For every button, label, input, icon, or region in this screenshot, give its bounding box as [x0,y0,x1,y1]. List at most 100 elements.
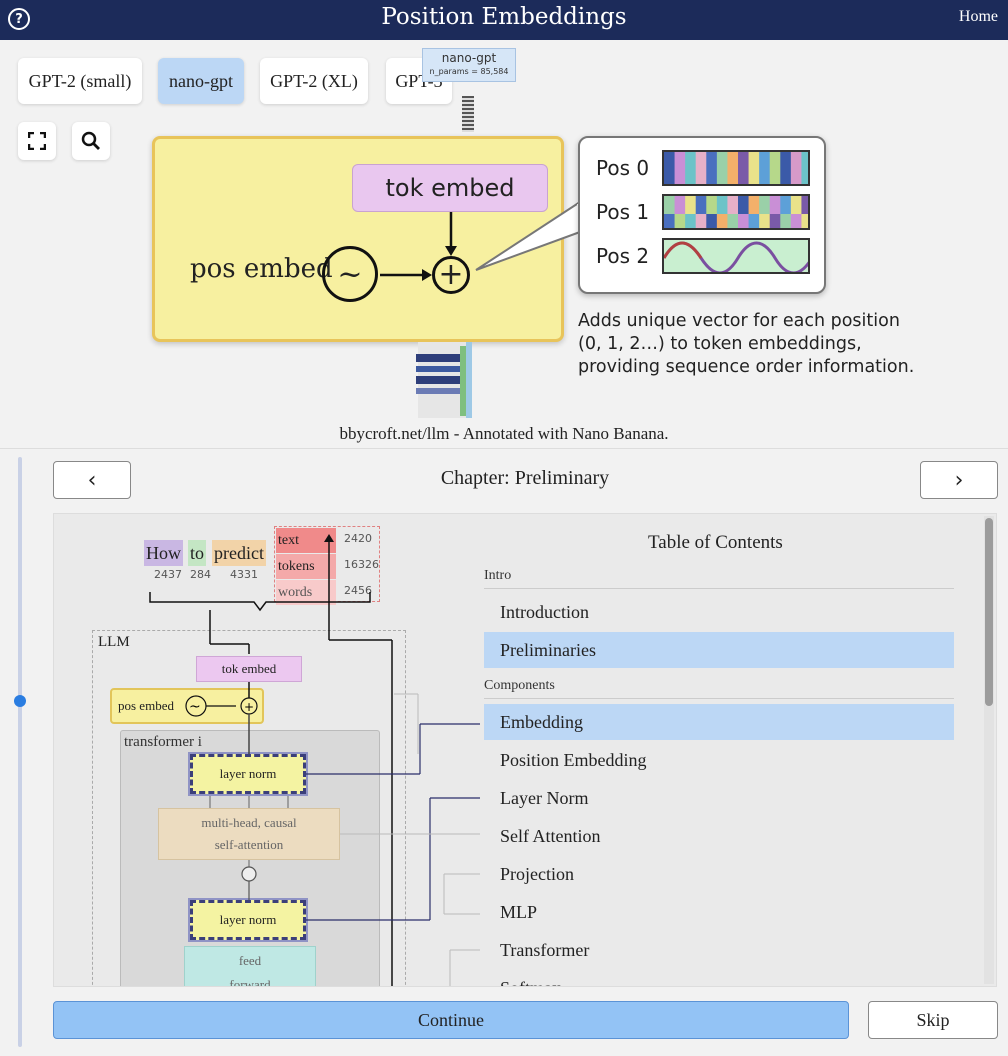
vector-cell [674,214,686,228]
token-id: 284 [190,568,211,581]
vector-cell [695,196,707,215]
vector-cell [706,152,718,184]
vector-cell [738,196,750,215]
toc-item-softmax[interactable]: Softmax [484,970,954,987]
nano-gpt-params: n_params = 85,584 [429,67,509,76]
toc-item-introduction[interactable]: Introduction [500,601,589,622]
content-scrollbar-thumb[interactable] [985,518,993,706]
mini-layer-norm-1[interactable]: layer norm [188,752,308,796]
transformer-label: transformer i [124,734,202,750]
description-line-1: Adds unique vector for each position [578,311,900,331]
toc-item-preliminaries[interactable]: Preliminaries [484,632,954,668]
toc-item-mlp[interactable]: MLP [500,901,538,922]
progress-slider-thumb[interactable] [14,695,26,707]
search-button[interactable] [72,122,110,160]
skip-button[interactable]: Skip [868,1001,998,1039]
description-line-2: (0, 1, 2…) to token embeddings, [578,334,862,354]
toc-item-embedding[interactable]: Embedding [484,704,954,740]
vector-cell [759,214,771,228]
continue-button[interactable]: Continue [53,1001,849,1039]
position-vector-callout: Pos 0 Pos 1 Pos 2 [578,136,826,294]
output-prob: 2456 [344,584,372,597]
toc-section-intro: Intro [484,568,512,583]
content-scrollbar[interactable] [984,516,994,984]
toc-item-self-attention[interactable]: Self Attention [500,825,601,846]
vector-cell [727,214,739,228]
vector-cell [727,196,739,215]
chevron-right-icon: › [954,467,964,493]
llm-label: LLM [98,634,130,650]
vector-cell [738,214,750,228]
output-prob: 16326 [344,558,379,571]
vector-cell [738,152,750,184]
input-token-predict: predict [212,540,266,566]
toc-divider [484,588,954,589]
vector-cell [748,214,760,228]
mini-feed-forward: feed forward [184,946,316,986]
mini-tok-embed: tok embed [196,656,302,682]
toc-item-position-embedding[interactable]: Position Embedding [500,749,647,770]
vector-cell [759,152,771,184]
description-line-3: providing sequence order information. [578,357,915,377]
vector-cell [769,196,781,215]
attribution-caption: bbycroft.net/llm - Annotated with Nano B… [339,424,669,443]
mini-wave-symbol: ~ [189,699,201,715]
vector-cell [748,196,760,215]
vector-cell [685,214,697,228]
mini-plus-symbol: + [244,700,254,714]
mini-pos-embed-label: pos embed [118,698,174,713]
chapter-title: Chapter: Preliminary [440,467,610,489]
search-icon [81,131,100,150]
vector-cell [706,196,718,215]
vector-cell [716,214,728,228]
mini-layer-norm-2[interactable]: layer norm [188,898,308,942]
toc-title: Table of Contents [648,532,783,553]
sine-wave-icon: ~ [322,246,378,302]
output-prob: 2420 [344,532,372,545]
model-layer-stack [416,342,472,418]
feed-forward-label-1: feed [238,953,262,968]
token-id: 2437 [154,568,182,581]
toc-item-layer-norm[interactable]: Layer Norm [500,787,589,808]
model-button-gpt2-small[interactable]: GPT-2 (small) [18,58,142,104]
token-id: 4331 [230,568,258,581]
vector-cell [769,152,781,184]
pos-1-label: Pos 1 [596,200,650,224]
pos-2-vector [662,238,810,274]
vector-cell [674,152,686,184]
vector-cell [748,152,760,184]
model-button-nano-gpt[interactable]: nano-gpt [158,58,244,104]
progress-slider[interactable] [18,457,22,1047]
model-viewer[interactable]: GPT-2 (small) nano-gpt GPT-2 (XL) GPT-3 … [0,40,1008,448]
nano-gpt-model-label: nano-gpt n_params = 85,584 [422,48,516,82]
tok-embed-block: tok embed [352,164,548,212]
vector-cell [780,152,792,184]
vector-cell [769,214,781,228]
vector-cell [695,214,707,228]
vector-cell [790,152,802,184]
fullscreen-button[interactable] [18,122,56,160]
next-chapter-button[interactable]: › [920,461,998,499]
vector-cell [780,196,792,215]
pos-1-vector [662,194,810,230]
pos-0-label: Pos 0 [596,156,650,180]
fullscreen-icon [28,132,46,150]
help-icon[interactable]: ? [8,8,30,30]
chevron-left-icon: ‹ [87,467,97,493]
previous-chapter-button[interactable]: ‹ [53,461,131,499]
vector-cell [695,152,707,184]
vector-cell [716,152,728,184]
model-connector [462,96,474,132]
vector-cell [664,196,676,215]
output-token: tokens [276,554,336,579]
toc-item-transformer[interactable]: Transformer [500,939,590,960]
chapter-content[interactable]: How to predict 2437 284 4331 text tokens… [53,513,997,987]
app-header: ? Position Embeddings Home [0,0,1008,40]
home-link[interactable]: Home [958,8,998,25]
vector-cell [759,196,771,215]
toc-item-projection[interactable]: Projection [500,863,574,884]
model-button-gpt2-xl[interactable]: GPT-2 (XL) [260,58,368,104]
vector-cell [801,152,808,184]
mini-pos-embed: pos embed [110,688,264,724]
vector-cell [801,214,808,228]
